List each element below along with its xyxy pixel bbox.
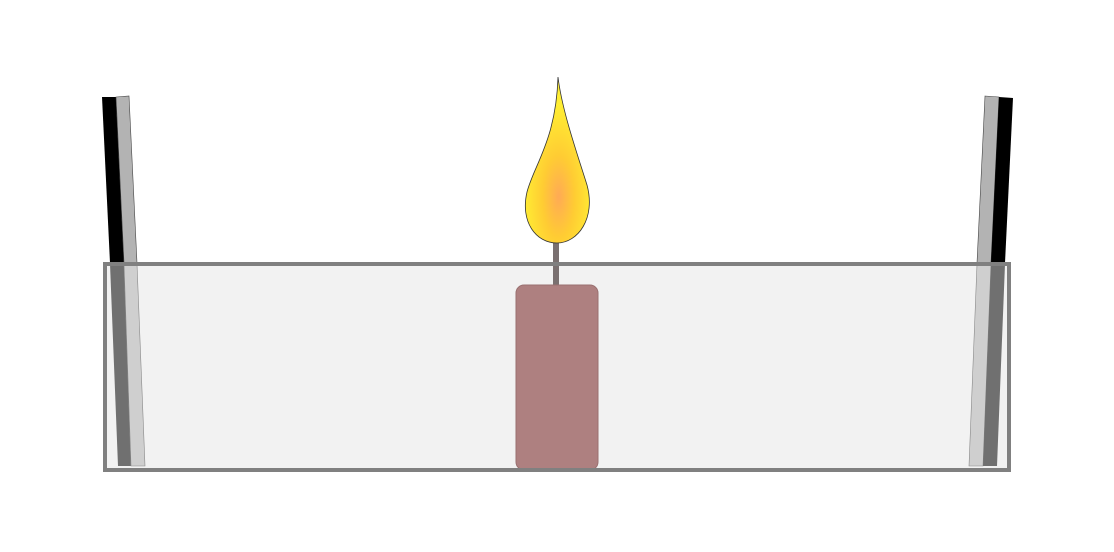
right-plate-submerged-dark: [983, 264, 1005, 466]
tank-outline: [103, 262, 1011, 472]
right-plate: [976, 95, 1013, 264]
left-plate-dark-face: [102, 97, 124, 263]
candle-body: [515, 284, 599, 471]
flame: [525, 76, 590, 244]
water-tank: [103, 240, 1011, 472]
right-plate-dark-face: [991, 97, 1013, 263]
left-plate: [102, 95, 138, 264]
